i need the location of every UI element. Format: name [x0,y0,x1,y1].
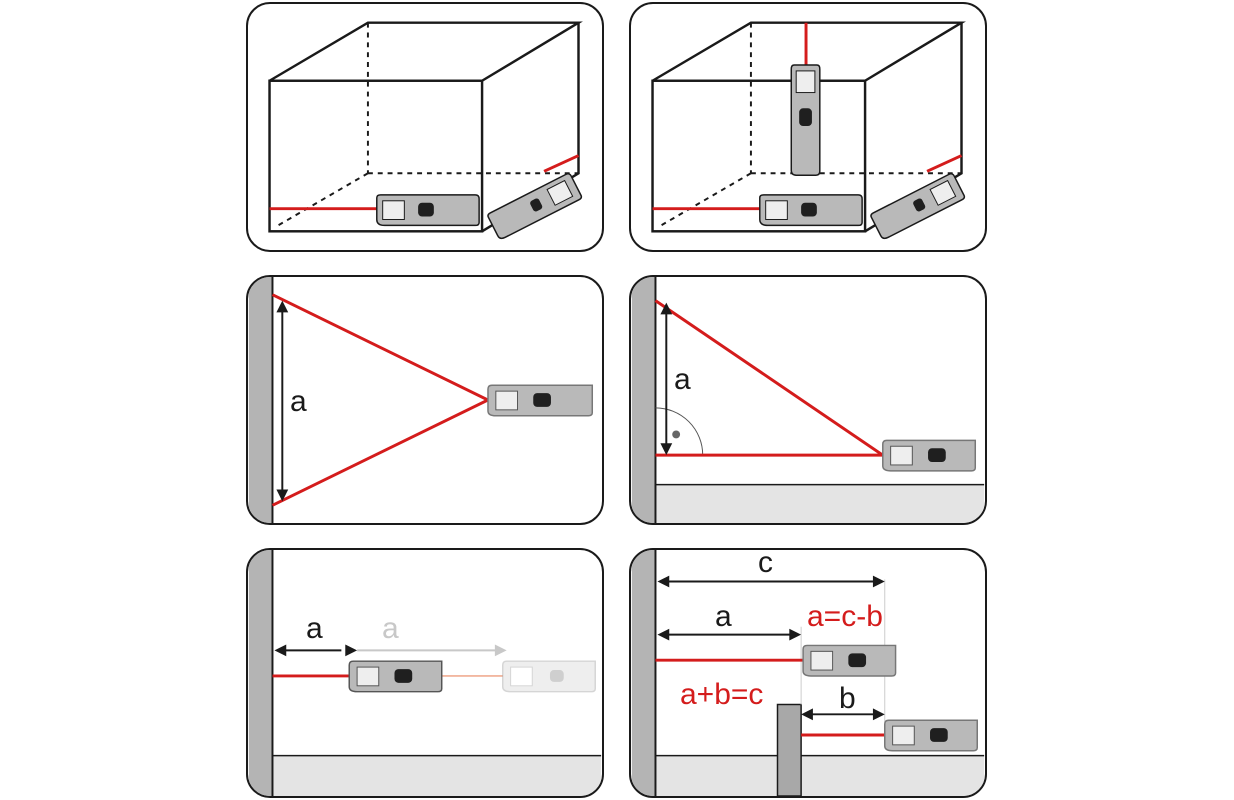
laser-device [487,384,594,417]
laser-line [926,154,963,173]
label-a: a [290,385,307,418]
panel-moving-distance: a a [246,548,604,798]
arrow-head-down [276,489,289,502]
panel-right-angle-height: a [629,275,987,525]
formula-a-equals-c-minus-b: a=c-b [807,600,883,633]
laser-device [884,719,978,752]
label-a: a [715,600,732,633]
arrow-head-up [276,300,289,313]
laser-device [882,439,977,472]
laser-device-ghost [501,660,596,693]
obstacle [776,703,802,796]
box-front-face [268,79,484,233]
laser-device [376,194,480,227]
floor [655,484,985,523]
right-angle-arc [655,407,704,456]
laser-device [759,194,863,227]
laser-line [543,154,580,173]
wall [248,550,273,796]
panel-subtraction: c a a=c-b a+b=c b [629,548,987,798]
wall [631,550,656,796]
moving-distance-diagram [248,550,602,796]
subtraction-diagram [631,550,985,796]
laser-device [802,644,897,677]
wall [631,277,656,523]
panel-wall-height-triangle: a [246,275,604,525]
right-angle-diagram [631,277,985,523]
laser-device-vertical [790,64,821,176]
laser-device [487,173,583,240]
wall [248,277,273,523]
label-a: a [674,363,691,396]
label-a-ghost: a [382,612,399,645]
panel-room-horizontal [246,2,604,252]
hidden-edge [275,172,369,228]
right-angle-dot [672,430,681,439]
label-b: b [839,682,856,715]
room-horizontal-diagram [268,21,583,240]
room-vertical-diagram [651,21,966,240]
formula-a-plus-b-equals-c: a+b=c [680,678,764,711]
label-a: a [306,612,323,645]
floor [655,755,985,796]
laser-device [870,173,966,240]
laser-device [348,660,443,693]
box-top-face [268,21,583,82]
wall-triangle-diagram [248,277,594,523]
label-c: c [758,548,773,579]
panel-room-vertical [629,2,987,252]
floor [272,755,602,796]
